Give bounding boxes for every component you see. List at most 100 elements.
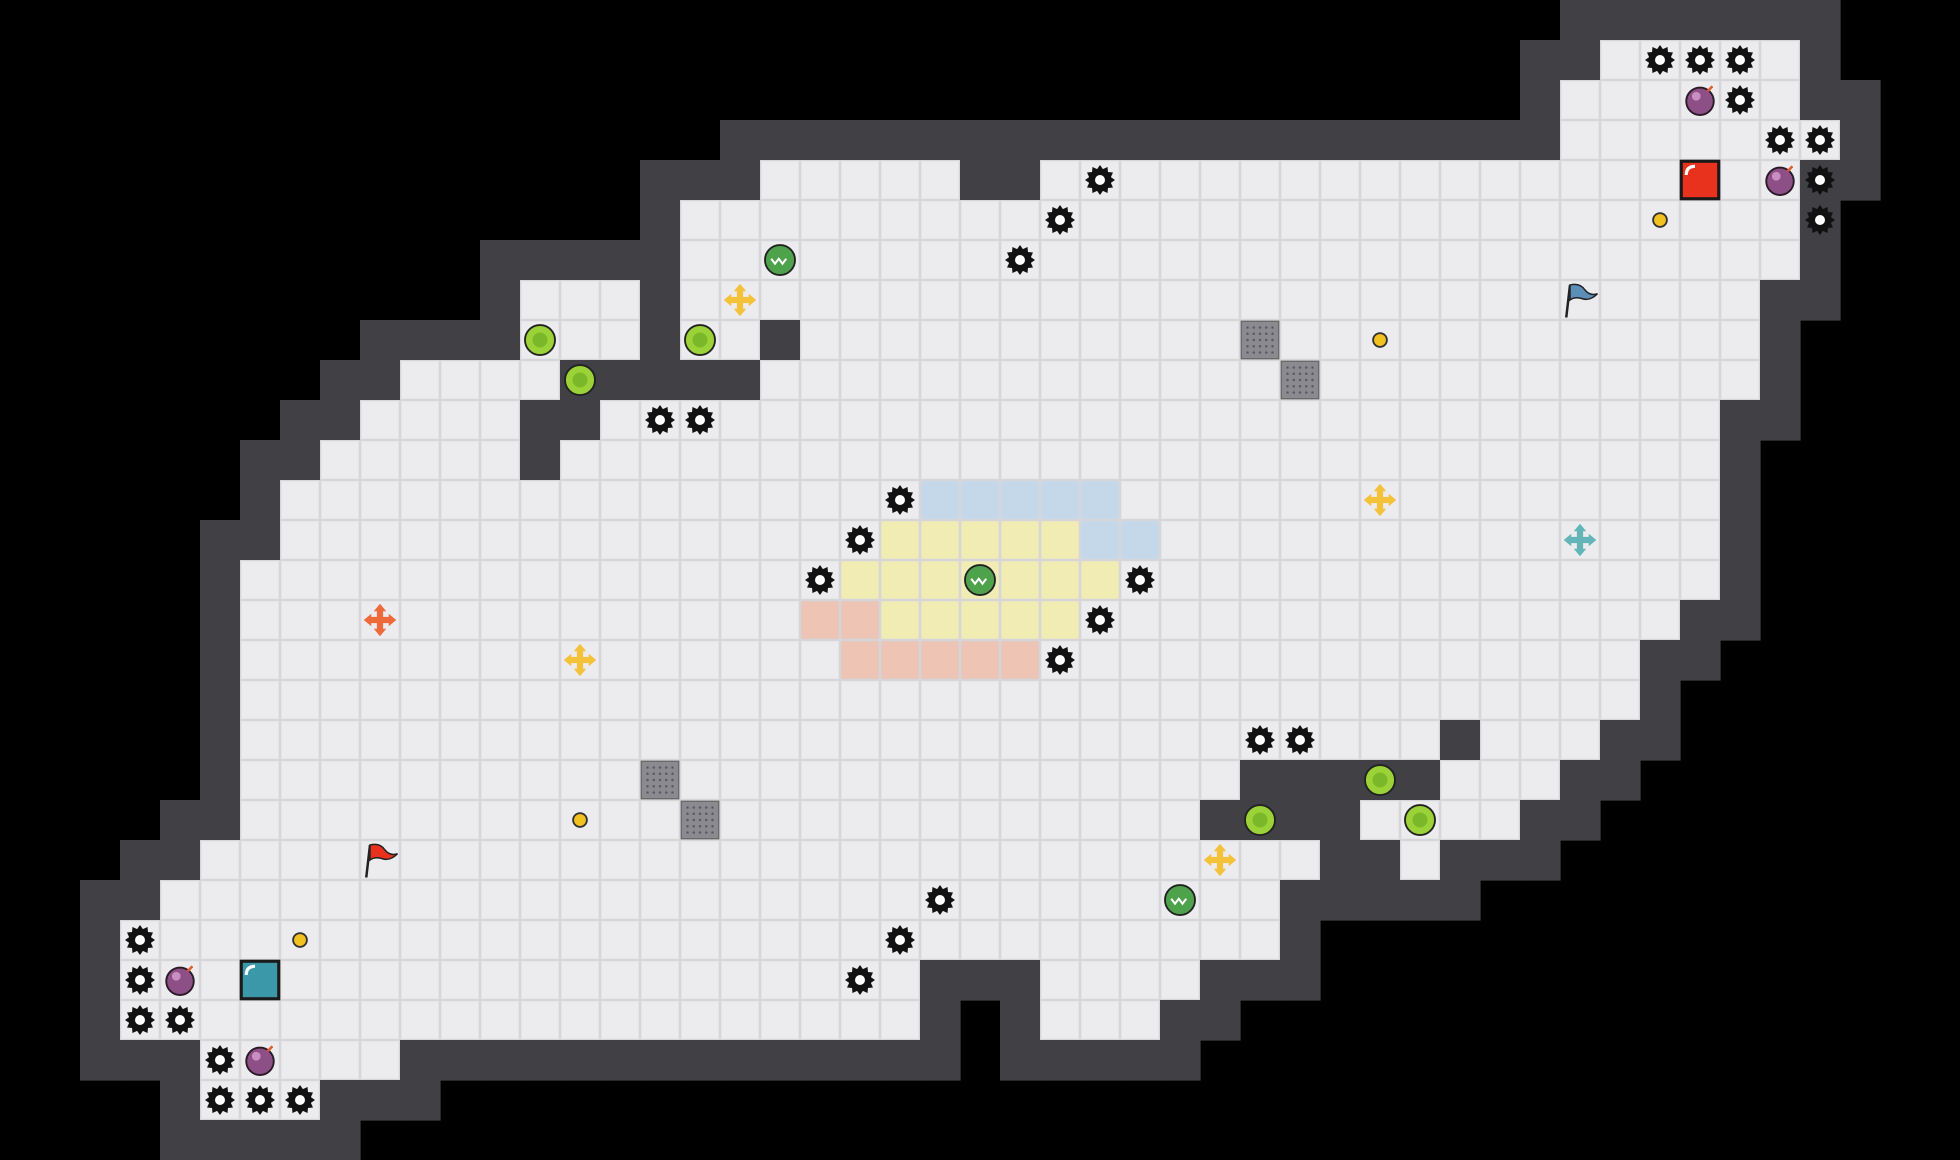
wall-tile [80, 1040, 121, 1081]
wall-tile [160, 1080, 201, 1121]
grate-hole [1265, 332, 1268, 335]
grid-cell [920, 200, 960, 240]
floor-tile [400, 440, 440, 480]
floor-tile [720, 200, 760, 240]
floor-tile [280, 640, 320, 680]
grid-cell [1040, 360, 1080, 400]
cross-arrowhead [723, 293, 732, 307]
grid-cell [1600, 640, 1640, 680]
wall-tile [280, 1120, 321, 1160]
grid-cell [1120, 480, 1160, 520]
wall-tile [1040, 1040, 1081, 1081]
grid-cell [1600, 320, 1640, 360]
floor-tile [1160, 680, 1200, 720]
wall-tile [1240, 120, 1281, 161]
floor-tile [1680, 200, 1720, 240]
grid-cell [1320, 720, 1360, 760]
grid-cell [1160, 320, 1200, 360]
floor-tile [280, 600, 320, 640]
grid-cell [240, 680, 280, 720]
floor-tile [200, 960, 240, 1000]
floor-tile [640, 680, 680, 720]
grid-cell [1440, 760, 1480, 800]
grid-cell [1080, 640, 1120, 680]
floor-tile [1200, 400, 1240, 440]
grid-cell [720, 480, 760, 520]
wall-tile [1000, 1000, 1041, 1041]
floor-tile [1440, 160, 1480, 200]
grid-cell [1520, 760, 1560, 800]
wall-tile [360, 360, 401, 401]
floor-tile [1120, 720, 1160, 760]
wall-tile [920, 960, 961, 1001]
cross-arrowhead [1373, 508, 1387, 517]
saw-hub [895, 935, 905, 945]
spring-orb-icon [964, 564, 996, 596]
grid-cell [1600, 680, 1640, 720]
grid-cell [600, 320, 640, 360]
grid-cell [320, 520, 360, 560]
floor-tile [360, 480, 400, 520]
grid-cell [480, 880, 520, 920]
grid-cell [880, 840, 920, 880]
floor-tile [1520, 360, 1560, 400]
grid-cell [1680, 40, 1720, 80]
grid-cell [760, 160, 800, 200]
grid-cell [120, 1000, 160, 1040]
grid-cell [400, 600, 440, 640]
cross-arrowhead [1373, 483, 1387, 492]
grate-hole [1271, 326, 1274, 329]
grid-cell [1000, 600, 1040, 640]
floor-tile [1400, 680, 1440, 720]
grid-cell [680, 280, 720, 320]
grid-cell [1640, 600, 1680, 640]
grid-cell [1400, 360, 1440, 400]
grid-cell [800, 240, 840, 280]
grid-cell [1120, 280, 1160, 320]
floor-tile [1480, 280, 1520, 320]
floor-tile [1120, 960, 1160, 1000]
grid-cell [600, 440, 640, 480]
grid-cell [560, 440, 600, 480]
wall-tile [200, 600, 241, 641]
grid-cell [920, 400, 960, 440]
grid-cell [680, 240, 720, 280]
grid-cell [680, 760, 720, 800]
floor-tile [400, 760, 440, 800]
wall-tile [880, 120, 921, 161]
wall-tile [480, 280, 521, 321]
wall-tile [680, 160, 721, 201]
grid-cell [1400, 480, 1440, 520]
floor-tile [1640, 600, 1680, 640]
floor-tile [280, 720, 320, 760]
floor-tile [680, 200, 720, 240]
floor-tile [1560, 320, 1600, 360]
wall-tile [1040, 120, 1081, 161]
floor-tile [400, 840, 440, 880]
floor-tile [440, 1000, 480, 1040]
floor-tile [1520, 160, 1560, 200]
grid-cell [1600, 80, 1640, 120]
floor-tile [1600, 320, 1640, 360]
grid-cell [320, 720, 360, 760]
grate-hole [658, 785, 662, 788]
floor-tile [1040, 440, 1080, 480]
saw-hub [1135, 575, 1145, 585]
grid-cell [1480, 320, 1520, 360]
grid-cell [1000, 480, 1040, 520]
grid-cell [800, 520, 840, 560]
grid-cell [480, 800, 520, 840]
grid-cell [600, 680, 640, 720]
floor-tile [1120, 360, 1160, 400]
floor-tile [600, 960, 640, 1000]
grate-hole [1271, 345, 1274, 348]
wall-tile [1520, 120, 1561, 161]
floor-tile [1400, 600, 1440, 640]
floor-tile [280, 1000, 320, 1040]
player-shine [244, 964, 256, 976]
grate-hole [1258, 332, 1262, 335]
grid-cell [480, 920, 520, 960]
grid-cell [1320, 240, 1360, 280]
floor-tile [1280, 520, 1320, 560]
floor-tile [1400, 320, 1440, 360]
